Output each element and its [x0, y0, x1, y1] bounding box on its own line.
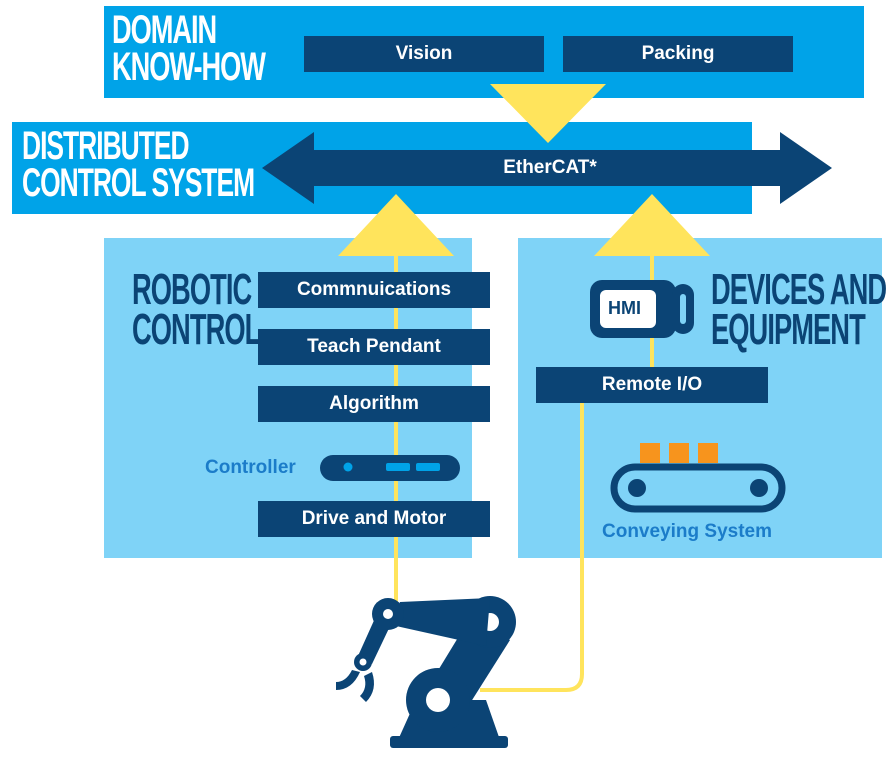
- domain-knowhow-heading-line1: DOMAIN: [112, 8, 217, 52]
- packing-box: Packing: [563, 36, 793, 72]
- robot-arm-icon: [336, 596, 516, 748]
- controller-port-icon: [416, 463, 440, 471]
- controller-label: Controller: [205, 457, 296, 478]
- vision-box: Vision: [304, 36, 544, 72]
- devices-equipment-heading-line1: DEVICES AND: [711, 265, 887, 314]
- conveyor-roller-icon: [750, 479, 768, 497]
- distributed-control-heading-line1: DISTRIBUTED: [22, 124, 190, 168]
- domain-knowhow-heading: DOMAIN KNOW-HOW: [112, 8, 266, 89]
- remote-io-box: Remote I/O: [536, 367, 768, 403]
- ethercat-bus-label: EtherCAT*: [503, 157, 597, 178]
- robotic-control-heading-line1: ROBOTIC: [132, 265, 252, 314]
- conveyor-roller-icon: [628, 479, 646, 497]
- hmi-handle-slot-icon: [680, 294, 686, 324]
- distributed-control-heading: DISTRIBUTED CONTROL SYSTEM: [22, 124, 255, 205]
- controller-port-icon: [386, 463, 410, 471]
- ethercat-bus-arrow: [262, 132, 832, 204]
- distributed-control-heading-line2: CONTROL SYSTEM: [22, 160, 255, 205]
- devices-to-bus-arrow: [594, 194, 710, 256]
- product-box-icon: [640, 443, 660, 463]
- hmi-screen-icon: [600, 290, 656, 328]
- domain-knowhow-heading-line2: KNOW-HOW: [112, 44, 266, 89]
- robotic-control-heading-line2: CONTROL: [132, 305, 261, 355]
- conveyor-belt-icon: [610, 463, 786, 513]
- product-box-icon: [669, 443, 689, 463]
- devices-equipment-heading: DEVICES AND EQUIPMENT: [711, 265, 887, 355]
- robotic-to-bus-arrow: [338, 194, 454, 256]
- controller-led-icon: [343, 462, 353, 472]
- algorithm-box: Algorithm: [258, 386, 490, 422]
- domain-to-bus-arrow: [490, 84, 606, 143]
- robot-to-remote-io-line: [480, 400, 584, 692]
- drive-and-motor-box: Drive and Motor: [258, 501, 490, 537]
- hmi-label: HMI: [608, 298, 641, 318]
- robotic-control-heading: ROBOTIC CONTROL: [132, 265, 261, 355]
- product-box-icon: [698, 443, 718, 463]
- conveying-system-label: Conveying System: [602, 521, 772, 542]
- devices-equipment-heading-line2: EQUIPMENT: [711, 305, 866, 355]
- teach-pendant-box: Teach Pendant: [258, 329, 490, 365]
- communications-box: Commnuications: [258, 272, 490, 308]
